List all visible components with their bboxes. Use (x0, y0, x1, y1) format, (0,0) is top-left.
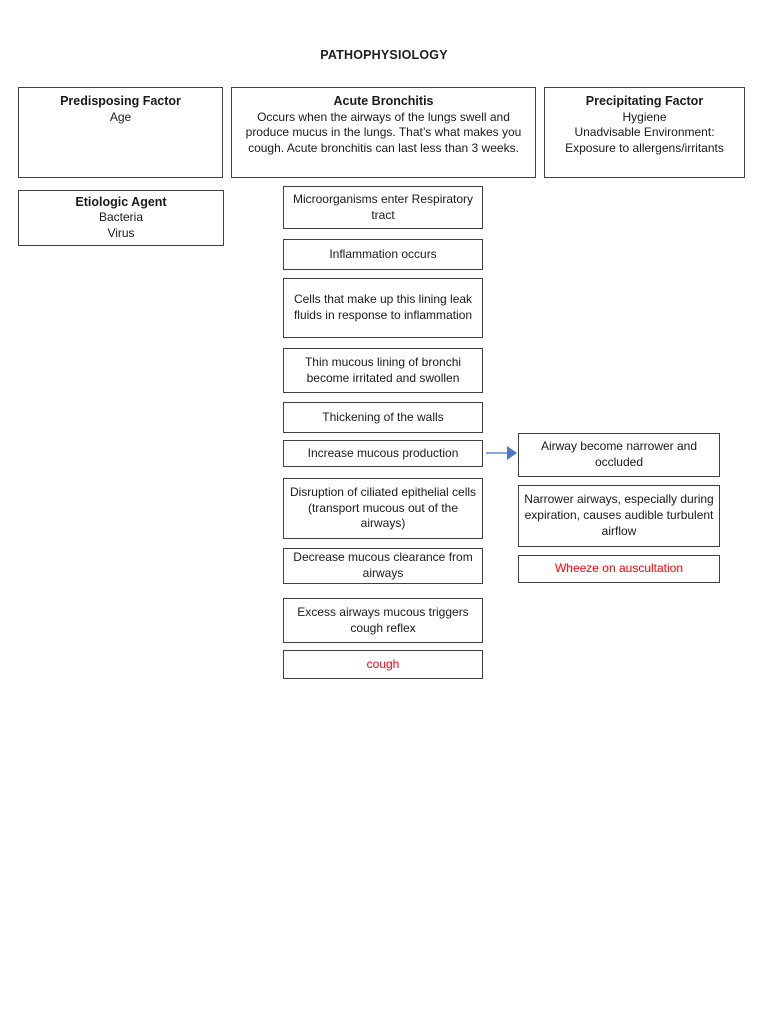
flow-step-microorganisms: Microorganisms enter Respiratory tract (283, 186, 483, 229)
predisposing-factor-value: Age (109, 109, 132, 124)
etiologic-agent-title: Etiologic Agent (75, 194, 167, 209)
flow-step-inflammation: Inflammation occurs (283, 239, 483, 270)
flow-step-text: Excess airways mucous triggers cough ref… (297, 604, 469, 635)
etiologic-agent-line: Bacteria (98, 210, 144, 225)
flow-step-cough-result: cough (283, 650, 483, 679)
side-step-wheeze-result: Wheeze on auscultation (518, 555, 720, 583)
flow-step-cough-reflex: Excess airways mucous triggers cough ref… (283, 598, 483, 643)
page-title: PATHOPHYSIOLOGY (320, 48, 448, 62)
predisposing-factor-box: Predisposing Factor Age (18, 87, 223, 178)
flow-step-text: Thickening of the walls (322, 409, 444, 424)
side-step-text: Narrower airways, especially during expi… (524, 492, 714, 538)
etiologic-agent-box: Etiologic Agent Bacteria Virus (18, 190, 224, 246)
precipitating-factor-line: Hygiene (622, 109, 667, 124)
flow-step-text: Microorganisms enter Respiratory tract (292, 191, 474, 222)
flow-step-text: Disruption of ciliated epithelial cells … (289, 484, 477, 531)
side-step-airway-narrower: Airway become narrower and occluded (518, 433, 720, 477)
flow-step-text: Cells that make up this lining leak flui… (293, 292, 473, 322)
precipitating-factor-line: Unadvisable Environment: (574, 125, 715, 140)
flow-step-text: Decrease mucous clearance from airways (293, 550, 473, 580)
flow-step-thickening-walls: Thickening of the walls (283, 402, 483, 433)
flow-step-text: Thin mucous lining of bronchi become irr… (304, 354, 462, 385)
precipitating-factor-box: Precipitating Factor Hygiene Unadvisable… (544, 87, 745, 178)
flow-step-decrease-clearance: Decrease mucous clearance from airways (283, 548, 483, 584)
arrow-head-icon (507, 446, 517, 460)
side-step-text-highlight: Wheeze on auscultation (554, 561, 684, 576)
etiologic-agent-line: Virus (107, 226, 135, 241)
acute-bronchitis-title: Acute Bronchitis (333, 94, 434, 108)
precipitating-factor-line: Exposure to allergens/irritants (565, 141, 724, 156)
side-step-text: Airway become narrower and occluded (540, 439, 698, 469)
flow-step-text-highlight: cough (366, 656, 400, 671)
flow-step-mucous-lining-irritated: Thin mucous lining of bronchi become irr… (283, 348, 483, 393)
precipitating-factor-title: Precipitating Factor (585, 94, 704, 108)
flow-step-text: Inflammation occurs (329, 246, 437, 261)
flow-step-ciliated-disruption: Disruption of ciliated epithelial cells … (283, 478, 483, 539)
flow-step-increase-mucous: Increase mucous production (283, 440, 483, 467)
acute-bronchitis-box: Acute Bronchitis Occurs when the airways… (231, 87, 536, 178)
acute-bronchitis-description: Occurs when the airways of the lungs swe… (245, 109, 522, 156)
side-step-turbulent-airflow: Narrower airways, especially during expi… (518, 485, 720, 547)
flow-connector-arrow (486, 446, 517, 460)
flow-step-text: Increase mucous production (307, 445, 459, 460)
flow-step-cells-leak-fluids: Cells that make up this lining leak flui… (283, 278, 483, 338)
arrow-shaft (486, 452, 509, 454)
predisposing-factor-title: Predisposing Factor (60, 94, 181, 108)
